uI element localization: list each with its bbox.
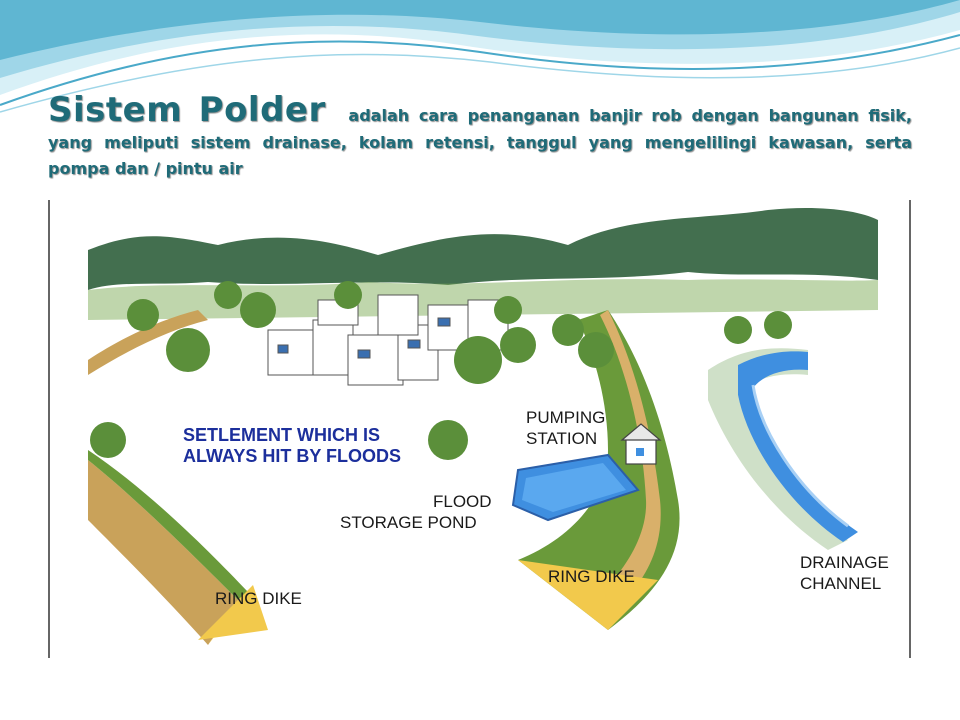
flood-pond-label-line2: STORAGE POND [340,513,477,532]
drainage-channel-label-line2: CHANNEL [800,574,881,593]
flood-pond-label-line1: FLOOD [433,492,492,511]
settlement-label-line1: SETLEMENT WHICH IS [183,425,380,445]
pumping-station-label-line1: PUMPING [526,408,605,427]
hills-shape [88,208,878,290]
slide-description: adalah cara penanganan banjir rob dengan… [48,106,912,178]
settlement-label-line2: ALWAYS HIT BY FLOODS [183,446,401,466]
slide-title: Sistem Polder [48,90,326,130]
trees [90,281,792,460]
header-wave-decoration [0,0,960,113]
ring-dike-center-label: RING DIKE [548,567,635,586]
left-ring-dike [88,460,238,645]
slide-heading: Sistem Polder adalah cara penanganan ban… [48,90,912,182]
polder-system-illustration: SETLEMENT WHICH IS ALWAYS HIT BY FLOODS … [48,200,912,658]
drainage-channel-label-line1: DRAINAGE [800,553,889,572]
drainage-channel [708,348,848,550]
pumping-station-house [620,423,662,465]
pumping-station-label-line2: STATION [526,429,597,448]
ring-dike-left-label: RING DIKE [215,589,302,608]
